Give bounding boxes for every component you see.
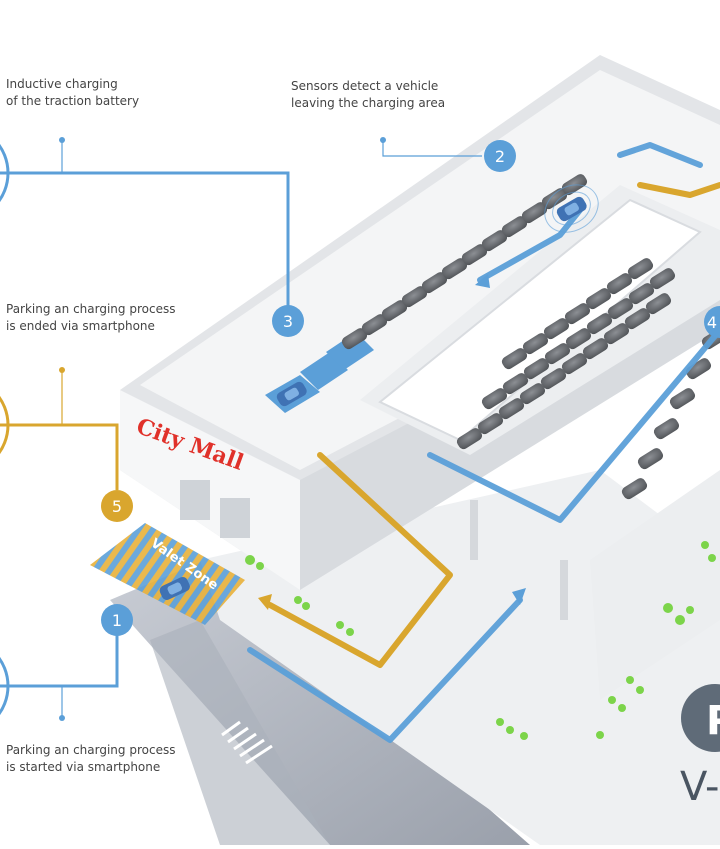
parked-car [561, 353, 588, 375]
parked-car [501, 348, 528, 370]
parked-car [477, 413, 504, 435]
parked-car [628, 283, 655, 305]
parked-car [669, 388, 696, 410]
parked-car [421, 272, 448, 294]
caption-process-started: Parking an charging process is started v… [6, 743, 176, 774]
parked-car [461, 244, 488, 266]
caption-dots [59, 137, 386, 721]
marker-4: 4 [704, 306, 720, 338]
parked-car [624, 308, 651, 330]
parked-car [401, 286, 428, 308]
parked-car [501, 216, 528, 238]
parked-car [564, 303, 591, 325]
left-edge-circles [0, 143, 10, 716]
parked-car [456, 428, 483, 450]
parked-car [543, 318, 570, 340]
blue-route [247, 142, 720, 743]
parked-cars [341, 174, 720, 500]
parked-car [498, 398, 525, 420]
parked-car [521, 202, 548, 224]
parked-car [481, 388, 508, 410]
parked-car [685, 358, 712, 380]
marker-1: 1 [101, 604, 133, 636]
parked-car [627, 258, 654, 280]
parked-car [544, 343, 571, 365]
parked-car [541, 188, 568, 210]
parked-car [585, 288, 612, 310]
parked-car [565, 328, 592, 350]
caption-process-ended: Parking an charging process is ended via… [6, 302, 176, 333]
blue-connectors [0, 171, 290, 688]
parked-car [582, 338, 609, 360]
parked-car [523, 358, 550, 380]
parked-car [637, 448, 664, 470]
marker-3: 3 [272, 305, 304, 337]
parked-car [361, 314, 388, 336]
yellow-route [267, 182, 720, 668]
caption-inductive-charging: Inductive charging of the traction batte… [6, 77, 140, 108]
parked-car [606, 273, 633, 295]
parked-car [502, 373, 529, 395]
parked-car [481, 230, 508, 252]
logo-letter: P [706, 698, 720, 744]
parked-car [522, 333, 549, 355]
parked-car [649, 268, 676, 290]
marker-5: 5 [101, 490, 133, 522]
thin-connectors [61, 140, 482, 718]
logo-text: V- [680, 764, 719, 810]
parked-car [540, 368, 567, 390]
svg-text:3: 3 [283, 312, 293, 331]
car-leaving [544, 184, 599, 233]
parked-car [603, 323, 630, 345]
brand-logo: P V- [680, 684, 720, 810]
parked-car [621, 478, 648, 500]
marker-2: 2 [484, 140, 516, 172]
svg-text:4: 4 [707, 313, 717, 332]
blue-arrow-roof [475, 274, 490, 288]
valet-zone-area [90, 523, 245, 625]
parked-car [519, 383, 546, 405]
parked-car [607, 298, 634, 320]
crosswalk [221, 720, 273, 765]
car-valet [159, 576, 190, 600]
parked-car [441, 258, 468, 280]
svg-text:5: 5 [112, 497, 122, 516]
trees [245, 541, 716, 740]
parked-car [341, 328, 368, 350]
caption-sensors: Sensors detect a vehicle leaving the cha… [291, 79, 446, 110]
yellow-connectors [0, 423, 119, 490]
parked-car [586, 313, 613, 335]
svg-text:1: 1 [112, 611, 122, 630]
parked-car [645, 293, 672, 315]
parked-car [653, 418, 680, 440]
car-charging [276, 381, 307, 407]
yellow-arrow [258, 594, 272, 610]
svg-text:2: 2 [495, 147, 505, 166]
parked-car [381, 300, 408, 322]
blue-arrow [512, 588, 526, 605]
